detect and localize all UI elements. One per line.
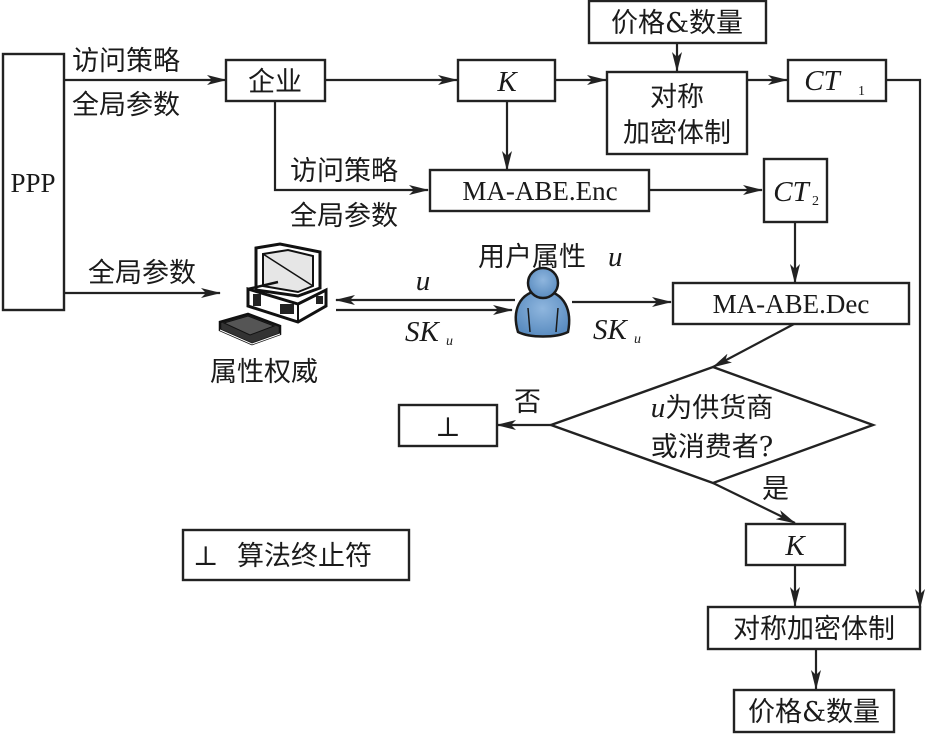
- arrow-ct1-to-bottom-symenc: [886, 78, 925, 609]
- label-access-policy-2: 访问策略: [290, 156, 398, 187]
- dec-label: MA-ABE.Dec: [713, 289, 870, 319]
- ct1-node: CT 1: [786, 58, 888, 103]
- connectors: [64, 43, 925, 690]
- user-icon: [514, 266, 571, 338]
- label-user-attribute: 用户属性: [478, 242, 586, 273]
- legend-text: 算法终止符: [237, 541, 372, 572]
- label-global-params-1: 全局参数: [72, 90, 180, 121]
- arrow-decision-yes: [712, 482, 796, 524]
- ct2-node: CT 2: [762, 157, 829, 224]
- label-sk-1-subscript: u: [446, 334, 453, 349]
- terminate-symbol: ⊥: [435, 412, 460, 443]
- computer-icon: [218, 242, 328, 346]
- arrow-dec-to-decision: [712, 323, 795, 368]
- arrow-enterprise-to-enc: [273, 101, 429, 195]
- sym-enc-bottom-label: 对称加密体制: [733, 614, 895, 645]
- ct2-main: CT: [773, 176, 810, 208]
- label-global-params-2: 全局参数: [290, 201, 398, 232]
- ppp-node: PPP: [1, 52, 66, 312]
- label-sk-2-subscript: u: [634, 332, 641, 347]
- ct1-main: CT: [804, 65, 841, 97]
- key-top-label: K: [496, 66, 518, 98]
- ct2-subscript: 2: [812, 194, 819, 209]
- price-quantity-node-bottom: 价格&数量: [732, 688, 896, 734]
- svg-text:u为供货商: u为供货商: [651, 392, 774, 424]
- key-node-top: K: [456, 58, 557, 103]
- ma-abe-enc-node: MA-ABE.Enc: [428, 168, 651, 213]
- label-global-params-3: 全局参数: [88, 258, 196, 289]
- ppp-label: PPP: [10, 168, 55, 198]
- ma-abe-dec-node: MA-ABE.Dec: [671, 281, 911, 326]
- key-node-bottom: K: [744, 522, 847, 567]
- label-sk-1: SK: [405, 316, 441, 348]
- label-arrow-u: u: [416, 265, 431, 297]
- decision-line2: 或消费者?: [651, 432, 773, 463]
- key-bottom-label: K: [784, 530, 806, 562]
- price-quantity-bottom-label: 价格&数量: [748, 697, 880, 728]
- label-access-policy-1: 访问策略: [72, 46, 180, 77]
- enc-label: MA-ABE.Enc: [462, 176, 617, 206]
- decision-line1: 为供货商: [665, 393, 773, 424]
- sym-enc-top-line1: 对称: [650, 82, 704, 113]
- terminate-node: ⊥: [397, 403, 499, 448]
- label-attribute-authority: 属性权威: [210, 357, 318, 388]
- enterprise-label: 企业: [248, 67, 302, 98]
- ct1-subscript: 1: [858, 84, 865, 99]
- svg-text:CT: CT: [804, 65, 841, 97]
- legend-symbol: ⊥: [193, 541, 218, 572]
- symmetric-encryption-node-bottom: 对称加密体制: [706, 605, 922, 651]
- label-yes: 是: [762, 474, 789, 505]
- label-sk-2: SK: [593, 314, 629, 346]
- symmetric-encryption-node-top: 对称 加密体制: [605, 70, 749, 156]
- enterprise-node: 企业: [224, 58, 327, 103]
- label-no: 否: [514, 387, 541, 418]
- price-quantity-node-top: 价格&数量: [587, 0, 768, 45]
- label-user-attribute-var: u: [608, 241, 623, 273]
- legend: ⊥ 算法终止符: [181, 528, 411, 582]
- decision-node: u为供货商 或消费者?: [547, 365, 877, 485]
- price-quantity-top-label: 价格&数量: [611, 8, 743, 39]
- decision-var-u: u: [651, 392, 666, 424]
- sym-enc-top-line2: 加密体制: [623, 118, 731, 149]
